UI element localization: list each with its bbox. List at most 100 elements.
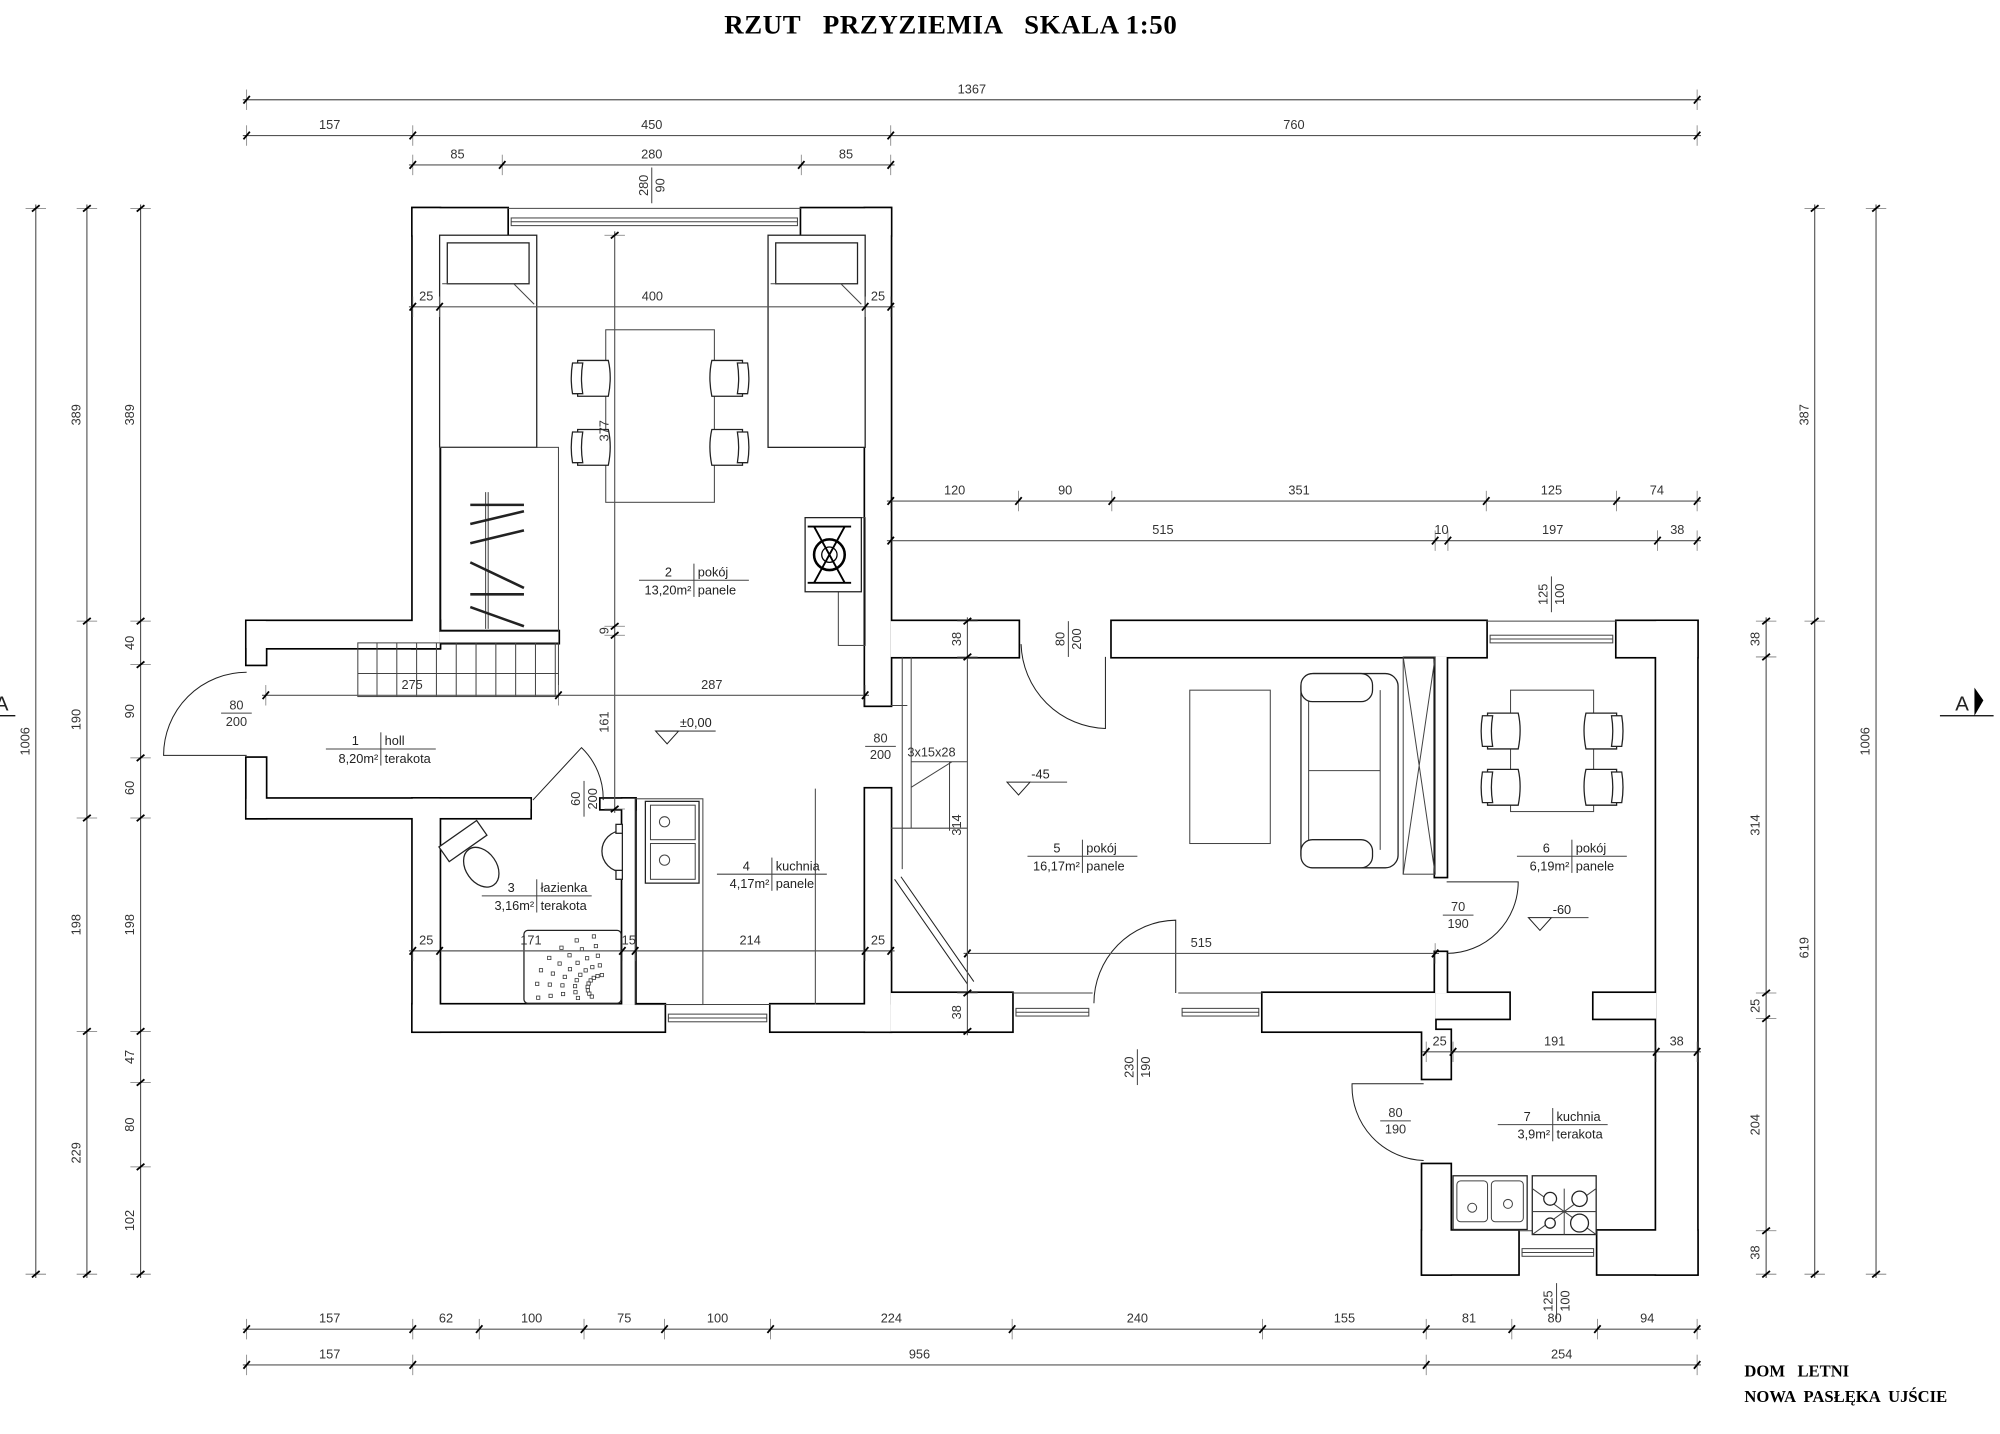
shower-tray <box>523 929 622 1004</box>
dimension-label: 81 <box>1462 1311 1476 1326</box>
dimension-label: 38 <box>949 1005 964 1019</box>
kitchen7-stove <box>1531 1175 1597 1236</box>
level-value: -45 <box>1031 766 1049 781</box>
room-number: 3 <box>508 880 515 895</box>
room-floor: terakota <box>541 898 588 913</box>
door-room7 <box>1351 1083 1424 1161</box>
level-value: -60 <box>1553 902 1571 917</box>
walls-fill <box>246 208 1698 1275</box>
room-number: 5 <box>1053 840 1060 855</box>
dimension-label: 47 <box>122 1050 137 1064</box>
washbasin <box>601 823 624 880</box>
wall-fill <box>1435 952 1447 994</box>
wardrobe <box>439 446 559 632</box>
dimension-chain-room2-width: 25 400 25 <box>408 288 895 317</box>
room-area: 3,16m² <box>494 898 534 913</box>
dimension-label: 157 <box>319 1311 340 1326</box>
wall-fill <box>439 631 559 643</box>
dimension-label: 515 <box>1191 935 1212 950</box>
chair <box>1480 768 1521 806</box>
opening-height: 90 <box>653 178 668 192</box>
wall-fill <box>890 993 1013 1032</box>
dimension-label: 74 <box>1650 483 1664 498</box>
dimension-label: 25 <box>419 288 433 303</box>
dimension-label: 1006 <box>17 727 32 755</box>
dimension-label: 389 <box>122 404 137 425</box>
opening-height: 190 <box>1138 1057 1153 1078</box>
dimension-label: 40 <box>122 636 137 650</box>
kitchen7-sink <box>1452 1175 1528 1231</box>
room-name: kuchnia <box>776 858 821 873</box>
opening-height: 200 <box>585 788 600 809</box>
room-name: kuchnia <box>1557 1109 1602 1124</box>
dimension-label: 224 <box>881 1311 902 1326</box>
dining-table-room6 <box>1510 689 1595 813</box>
stairs-size-label: 3x15x28 <box>907 745 955 760</box>
drawing-title: RZUT PRZYZIEMIA SKALA 1:50 <box>724 9 1177 39</box>
wall-fill <box>622 798 636 1005</box>
wall-fill <box>865 208 891 706</box>
wall-fill <box>412 798 440 1032</box>
opening-width: 230 <box>1122 1057 1137 1078</box>
dimension-label: 157 <box>319 1347 340 1362</box>
room-floor: terakota <box>385 751 432 766</box>
chair <box>1583 768 1624 806</box>
dimension-label: 25 <box>1748 999 1763 1013</box>
dimension-label: 9 <box>596 627 611 634</box>
wall-fill <box>1422 1030 1451 1079</box>
door-room5-diagonal <box>894 876 975 985</box>
dining-table-room2 <box>605 329 715 503</box>
room-area: 16,17m² <box>1033 858 1081 873</box>
room-name: pokój <box>698 564 729 579</box>
dimension-label: 100 <box>707 1311 728 1326</box>
dimension-label: 229 <box>69 1142 84 1163</box>
dimension-label: 38 <box>949 632 964 646</box>
dimension-chain-left1: 1006 <box>17 204 47 1279</box>
doors <box>163 644 1519 1161</box>
windows <box>507 207 1617 1257</box>
dimension-label: 38 <box>1748 1245 1763 1259</box>
dimension-label: 1367 <box>958 81 986 96</box>
wall-fill <box>1435 656 1447 877</box>
opening-width: 60 <box>568 792 583 806</box>
room-area: 13,20m² <box>645 582 693 597</box>
dimension-label: 191 <box>1544 1033 1565 1048</box>
opening-height: 100 <box>1557 1290 1572 1311</box>
wall-fill <box>246 621 440 648</box>
furniture <box>357 234 1624 1236</box>
door-room5-bottom <box>1093 919 1177 1004</box>
level-marker: ±0,00 <box>654 715 716 745</box>
dimension-label: 120 <box>944 483 965 498</box>
opening-width: 80 <box>1388 1105 1402 1120</box>
dimension-label: 80 <box>122 1118 137 1132</box>
window <box>507 207 802 227</box>
door-bathroom <box>532 746 604 801</box>
bed-right <box>767 234 866 448</box>
toilet <box>438 819 500 888</box>
dimension-label: 619 <box>1796 937 1811 958</box>
window <box>1486 620 1617 644</box>
section-mark-left: A <box>0 693 16 717</box>
dimension-label: 25 <box>871 288 885 303</box>
dimension-label: 280 <box>641 147 662 162</box>
dimension-label: 25 <box>419 932 433 947</box>
dimension-label: 100 <box>521 1311 542 1326</box>
window <box>1012 992 1093 1017</box>
dimension-label: 400 <box>642 288 663 303</box>
wall-fill <box>1262 993 1436 1032</box>
dimension-label: 214 <box>740 932 761 947</box>
